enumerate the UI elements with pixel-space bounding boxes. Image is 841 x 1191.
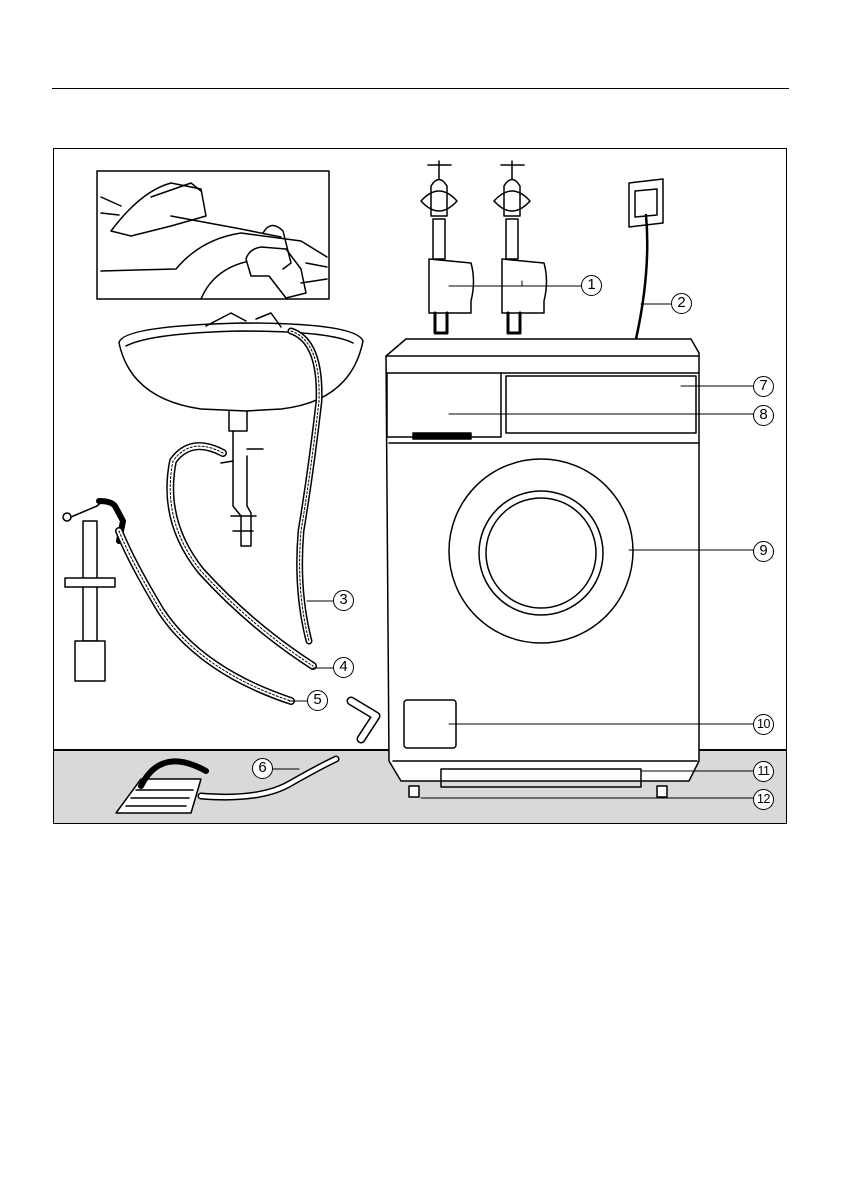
inset-detail xyxy=(97,171,329,299)
callout-3: 3 xyxy=(333,590,354,611)
water-taps xyxy=(421,161,547,333)
power-socket xyxy=(629,179,663,339)
washing-machine xyxy=(386,339,699,797)
installation-figure: 1 2 3 4 5 6 7 8 9 10 11 12 xyxy=(53,148,787,824)
standpipe xyxy=(63,499,123,681)
callout-7: 7 xyxy=(753,376,774,397)
wash-basin xyxy=(119,313,363,546)
header-rule xyxy=(52,88,789,89)
callout-10: 10 xyxy=(753,714,774,735)
callout-6: 6 xyxy=(252,758,273,779)
callout-8: 8 xyxy=(753,405,774,426)
callout-4: 4 xyxy=(333,657,354,678)
appliance-illustration xyxy=(54,149,787,824)
callout-11: 11 xyxy=(753,761,774,782)
callout-1: 1 xyxy=(581,275,602,296)
callout-2: 2 xyxy=(671,293,692,314)
callout-12: 12 xyxy=(753,789,774,810)
callout-5: 5 xyxy=(307,690,328,711)
callout-9: 9 xyxy=(753,541,774,562)
